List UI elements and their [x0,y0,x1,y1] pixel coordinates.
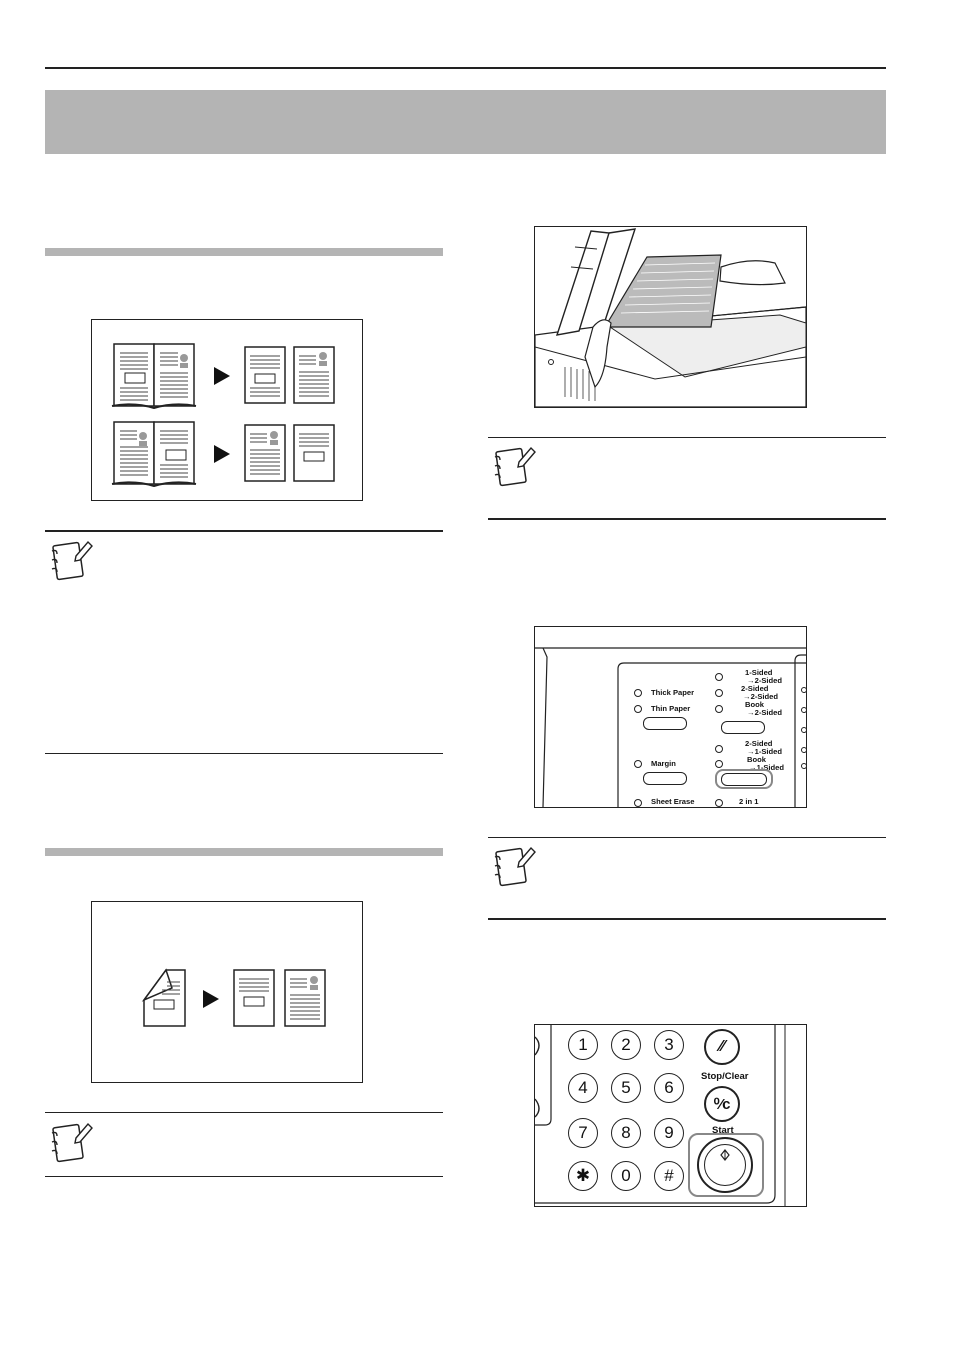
two-to-two-label: 2-Sided [741,684,769,693]
book-to-pages-illustration [111,343,335,488]
margin-button[interactable] [643,772,687,785]
two-in-one-indicator [715,799,723,807]
key-6[interactable]: 6 [654,1073,684,1103]
copier-platen-illustration [535,228,806,407]
open-book-icon-1 [111,343,197,410]
edge-indicator [801,707,806,713]
two-to-one-indicator [715,745,723,753]
page-left-1 [244,346,286,404]
margin-indicator [634,760,642,768]
margin-label: Margin [651,759,676,768]
book-to-two-label: Book [745,700,764,709]
note-rule-bottom-1 [45,753,443,754]
key-9[interactable]: 9 [654,1118,684,1148]
two-to-two-label-2: →2-Sided [743,692,779,701]
duplex-button-lower-highlight [715,769,773,789]
start-button-inner [704,1144,746,1186]
section-banner [45,90,886,154]
thin-paper-label: Thin Paper [651,704,691,713]
thin-paper-indicator [634,705,642,713]
section-bar-two-sided [45,848,443,856]
key-1[interactable]: 1 [568,1030,598,1060]
edge-indicator [801,763,806,769]
note-icon [489,444,537,497]
start-icon [720,1149,730,1161]
page-back [284,969,326,1027]
key-2[interactable]: 2 [611,1030,641,1060]
figure-keypad: 1 2 3 4 5 6 7 8 9 ✱ 0 # ⁄⁄ Stop/Clear ⁰⁄… [534,1024,807,1207]
key-7[interactable]: 7 [568,1118,598,1148]
section-bar-book-to-two-sided [45,248,443,256]
book-to-one-label: Book [747,755,766,764]
figure-placing-book-on-glass [534,226,807,408]
stop-clear-icon: ⁰⁄c [713,1096,731,1113]
book-to-one-indicator [715,760,723,768]
keypad-outline [535,1025,786,1206]
one-to-two-label: 1-Sided [745,668,773,677]
note-rule-top-1 [45,530,443,532]
page-right-2 [293,424,335,482]
key-3[interactable]: 3 [654,1030,684,1060]
key-4[interactable]: 4 [568,1073,598,1103]
one-to-two-indicator [715,673,723,681]
note-rule-top-3 [488,437,886,438]
curled-page-icon [141,968,186,1027]
figure-operation-panel: Thick Paper Thin Paper 1-Sided →2-Sided … [534,626,807,808]
two-sided-to-pages-illustration [141,968,326,1027]
note-rule-bottom-3 [488,518,886,520]
edge-indicator [801,727,806,733]
book-to-one-label-2: →1-Sided [749,763,785,772]
stop-clear-button[interactable]: ⁰⁄c [704,1086,740,1122]
figure-book-original [91,319,363,501]
reset-icon: ⁄⁄ [719,1038,725,1055]
key-5[interactable]: 5 [611,1073,641,1103]
sheet-erase-label: Sheet Erase [651,797,695,806]
top-rule [45,67,886,69]
note-icon [46,538,94,591]
start-button-highlight [688,1133,764,1197]
one-to-two-label-2: →2-Sided [747,676,783,685]
panel-outline [535,647,806,807]
note-rule-top-4 [488,837,886,838]
open-book-icon-2 [111,421,197,488]
note-rule-bottom-4 [488,918,886,920]
figure-two-sided-original [91,901,363,1083]
note-icon [46,1120,94,1173]
duplex-button-upper[interactable] [721,721,765,734]
key-hash[interactable]: # [654,1161,684,1191]
thick-paper-indicator [634,689,642,697]
two-to-two-indicator [715,689,723,697]
book-to-two-label-2: →2-Sided [747,708,783,717]
paper-type-button[interactable] [643,717,687,730]
note-rule-top-2 [45,1112,443,1113]
sheet-erase-indicator [634,799,642,807]
start-label: Start [712,1125,734,1136]
key-0[interactable]: 0 [611,1161,641,1191]
note-icon [489,844,537,897]
note-rule-bottom-2 [45,1176,443,1177]
duplex-button-lower[interactable] [721,773,767,786]
page-front [233,969,275,1027]
thick-paper-label: Thick Paper [651,688,695,697]
two-to-one-label: 2-Sided [745,739,773,748]
book-to-two-indicator [715,705,723,713]
two-to-one-label-2: →1-Sided [747,747,783,756]
page-left-2 [244,424,286,482]
start-button[interactable] [697,1137,753,1193]
key-8[interactable]: 8 [611,1118,641,1148]
edge-indicator [801,687,806,693]
reset-button[interactable]: ⁄⁄ [704,1029,740,1065]
key-asterisk[interactable]: ✱ [568,1161,598,1191]
edge-indicator [801,747,806,753]
stop-clear-label: Stop/Clear [701,1071,749,1082]
two-in-one-label: 2 in 1 [739,797,759,806]
page-right-1 [293,346,335,404]
